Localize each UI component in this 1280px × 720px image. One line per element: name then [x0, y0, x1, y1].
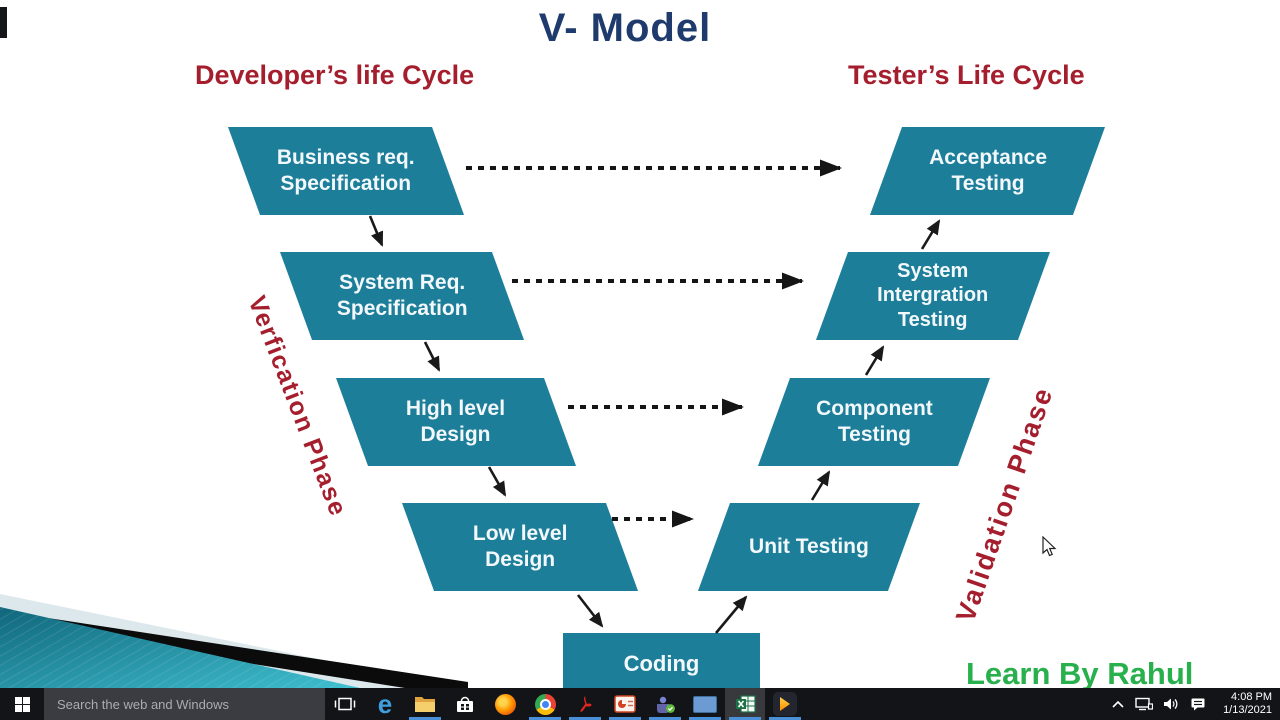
- app-window-icon: [693, 695, 717, 713]
- taskbar-app-file-explorer[interactable]: [405, 688, 445, 720]
- powerpoint-icon: [614, 695, 636, 713]
- filmora-icon: [773, 692, 797, 716]
- taskbar-app-filmora[interactable]: [765, 688, 805, 720]
- file-explorer-icon: [415, 697, 435, 712]
- taskbar-app-firefox[interactable]: [485, 688, 525, 720]
- firefox-icon: [494, 693, 516, 715]
- arrow-lowlevel-to-coding: [576, 594, 604, 628]
- decoration-teal-triangle: [0, 607, 360, 688]
- taskbar-clock[interactable]: 4:08 PM 1/13/2021: [1216, 691, 1272, 717]
- tray-chevron-up-icon[interactable]: [1111, 698, 1125, 710]
- taskbar-app-acrobat[interactable]: [565, 688, 605, 720]
- box-system-req-specification: System Req. Specification: [280, 252, 525, 340]
- developer-lifecycle-heading: Developer’s life Cycle: [195, 60, 475, 90]
- windows-taskbar: Search the web and Windows e: [0, 688, 1280, 720]
- corner-decoration: [0, 594, 468, 688]
- taskbar-app-powerpoint[interactable]: [605, 688, 645, 720]
- box-component-testing: Component Testing: [757, 378, 990, 466]
- arrow-sysint-to-acceptance: [920, 219, 941, 250]
- search-placeholder: Search the web and Windows: [57, 696, 229, 712]
- task-view-icon: [334, 697, 356, 711]
- excel-icon: [735, 695, 756, 713]
- box-label: Low level Design: [472, 522, 568, 571]
- watermark-learn-by-rahul: Learn By Rahul: [966, 656, 1194, 691]
- box-low-level-design: Low level Design: [402, 503, 639, 591]
- box-label: Unit Testing: [749, 535, 869, 559]
- windows-logo-icon: [14, 696, 30, 712]
- box-high-level-design: High level Design: [336, 378, 577, 466]
- acrobat-reader-icon: [580, 696, 592, 712]
- box-label: Business req. Specification: [277, 146, 415, 195]
- task-view-button[interactable]: [325, 688, 365, 720]
- arrow-unit-to-component: [810, 470, 831, 501]
- mouse-cursor: [1042, 535, 1057, 562]
- store-icon: [457, 696, 473, 712]
- tester-lifecycle-heading: Tester’s Life Cycle: [848, 60, 1085, 90]
- box-label: High level Design: [406, 397, 506, 446]
- arrow-sysreq-to-highlevel: [423, 341, 441, 372]
- box-label: Acceptance Testing: [928, 146, 1047, 195]
- vmodel-slide: V- Model Developer’s life Cycle Tester’s…: [0, 6, 1194, 695]
- taskbar-app-edge[interactable]: e: [365, 688, 405, 720]
- taskbar-app-excel[interactable]: [725, 688, 765, 720]
- box-label: System Req. Specification: [336, 271, 468, 320]
- box-label: Component Testing: [815, 397, 933, 446]
- clock-time: 4:08 PM: [1231, 691, 1272, 703]
- arrow-business-to-sysreq: [368, 215, 384, 247]
- decoration-pale-wedge: [0, 594, 460, 688]
- edge-icon: e: [377, 689, 393, 719]
- box-coding: Coding: [563, 633, 760, 695]
- tray-volume-icon[interactable]: [1163, 697, 1180, 711]
- start-button[interactable]: [0, 688, 44, 720]
- box-business-req-specification: Business req. Specification: [228, 127, 465, 215]
- clock-date: 1/13/2021: [1223, 704, 1272, 716]
- arrow-component-to-sysint: [864, 345, 885, 376]
- taskbar-app-store[interactable]: [445, 688, 485, 720]
- tray-action-center-icon[interactable]: [1190, 697, 1206, 711]
- box-label: Coding: [623, 650, 700, 676]
- taskbar-search-input[interactable]: Search the web and Windows: [44, 688, 325, 720]
- arrow-highlevel-to-lowlevel: [487, 466, 507, 497]
- system-tray: 4:08 PM 1/13/2021: [1111, 688, 1280, 720]
- taskbar-app-chrome[interactable]: [525, 688, 565, 720]
- video-edge-artifact: [0, 7, 7, 38]
- teams-icon: [657, 696, 675, 713]
- taskbar-app-window[interactable]: [685, 688, 725, 720]
- tray-network-icon[interactable]: [1135, 697, 1153, 711]
- taskbar-app-teams[interactable]: [645, 688, 685, 720]
- page-title: V- Model: [538, 6, 712, 50]
- box-system-intergration-testing: System Intergration Testing: [815, 252, 1050, 340]
- box-acceptance-testing: Acceptance Testing: [869, 127, 1105, 215]
- decoration-black-stripe: [48, 618, 468, 688]
- box-label: System Intergration Testing: [877, 260, 989, 332]
- diagram-arrows-overlay: [0, 159, 941, 688]
- chrome-icon: [534, 693, 556, 715]
- arrow-coding-to-unit: [715, 595, 748, 634]
- box-unit-testing: Unit Testing: [697, 503, 920, 591]
